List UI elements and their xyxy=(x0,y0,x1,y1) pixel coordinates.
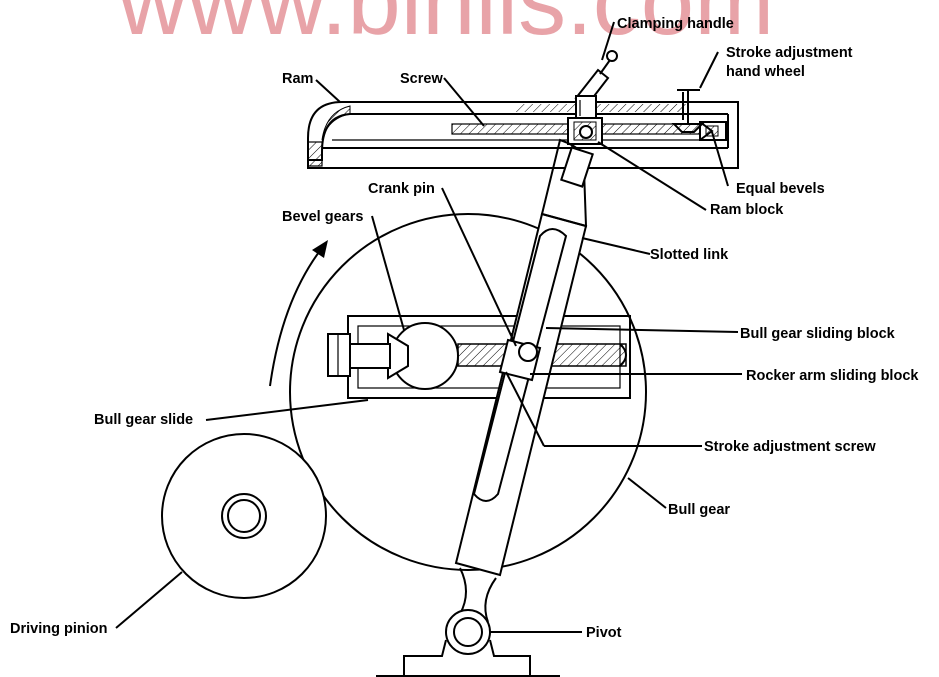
label-bull-gear-slide: Bull gear slide xyxy=(94,412,193,428)
bevel-gears xyxy=(349,322,459,390)
label-bull-gear-sliding-block: Bull gear sliding block xyxy=(740,326,896,342)
label-clamping-handle: Clamping handle xyxy=(617,16,734,32)
equal-bevels xyxy=(699,121,727,141)
leader-lines xyxy=(115,21,742,633)
ram-block xyxy=(567,117,603,145)
bull-gear xyxy=(289,213,647,571)
label-equal-bevels: Equal bevels xyxy=(736,181,825,197)
slotted-link xyxy=(454,138,594,577)
ram xyxy=(307,101,739,169)
driving-pinion xyxy=(161,433,327,599)
label-slotted-link: Slotted link xyxy=(650,247,729,263)
rotation-arrow-icon xyxy=(269,247,323,387)
label-ram: Ram xyxy=(282,71,313,87)
label-pivot: Pivot xyxy=(586,625,622,641)
label-driving-pinion: Driving pinion xyxy=(10,621,107,637)
label-ram-block: Ram block xyxy=(710,202,784,218)
label-stroke-adjustment-hand-wheel-1: Stroke adjustment xyxy=(726,45,853,61)
clamping-handle xyxy=(574,50,618,119)
pivot xyxy=(376,609,560,677)
label-screw: Screw xyxy=(400,71,443,87)
label-rocker-arm-sliding-block: Rocker arm sliding block xyxy=(746,368,919,384)
label-stroke-adjustment-screw: Stroke adjustment screw xyxy=(704,439,876,455)
rocker-arm-sliding-block xyxy=(498,338,542,382)
stroke-adjustment-hand-wheel xyxy=(671,89,705,133)
label-crank-pin: Crank pin xyxy=(368,181,435,197)
label-bevel-gears: Bevel gears xyxy=(282,209,363,225)
watermark: www.binils.com xyxy=(117,0,774,55)
label-stroke-adjustment-hand-wheel-2: hand wheel xyxy=(726,64,805,80)
label-bull-gear: Bull gear xyxy=(668,502,730,518)
rotation-arrowhead-icon xyxy=(312,240,328,258)
